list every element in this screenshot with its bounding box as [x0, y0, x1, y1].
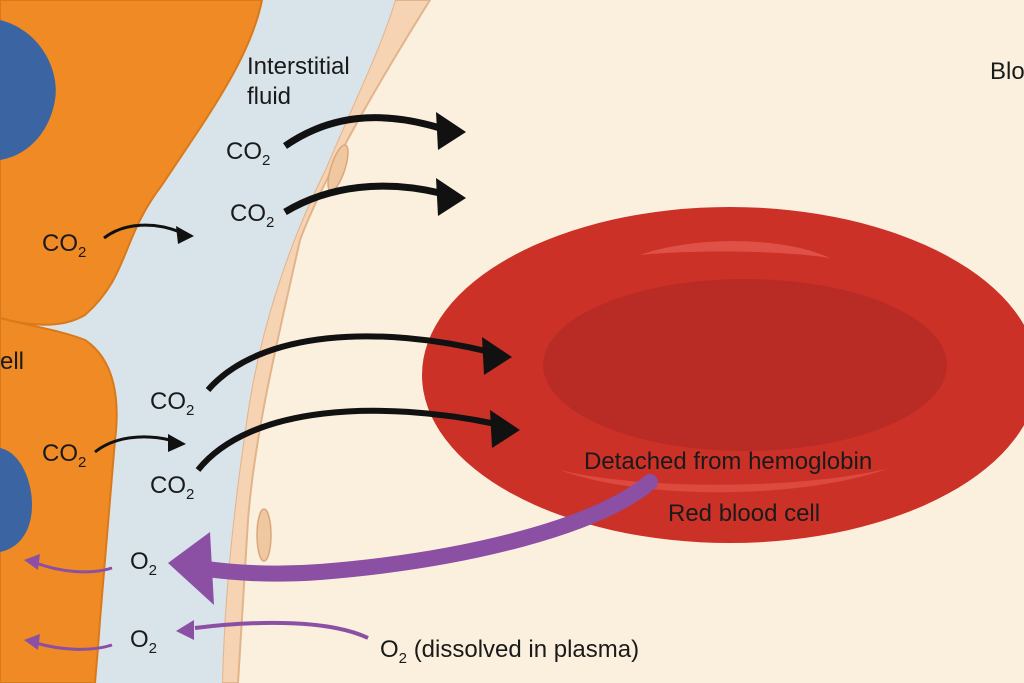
nucleus-upper — [0, 20, 56, 160]
co2-arrow-to-rbc-1 — [205, 333, 491, 392]
co2-arrowhead-cell-lower — [168, 434, 186, 452]
co2-arrowhead-to-rbc-2 — [490, 410, 520, 448]
o2-arrow-into-cell-1 — [35, 561, 113, 574]
o2-arrowhead-from-rbc — [168, 532, 214, 605]
co2-label-to-rbc-1: CO2 — [150, 388, 195, 419]
interstitial-label-line2: fluid — [247, 83, 292, 110]
o2-arrow-dissolved — [194, 620, 369, 640]
nucleus-lower — [0, 448, 32, 552]
rbc-highlight-top — [640, 241, 830, 258]
o2-label-lower: O2 — [130, 626, 158, 657]
co2-arrow-to-rbc-2 — [195, 407, 497, 472]
co2-arrowhead-interstitial-1 — [436, 112, 466, 150]
tissue-cell-upper — [0, 0, 264, 326]
red-blood-cell-label: Red blood cell — [668, 500, 821, 527]
o2-label-upper: O2 — [130, 548, 158, 579]
co2-label-to-rbc-2: CO2 — [150, 472, 195, 503]
co2-arrow-interstitial-1 — [283, 114, 442, 149]
o2-arrow-from-rbc — [192, 474, 658, 582]
co2-label-interstitial-1: CO2 — [226, 138, 271, 169]
detached-label: Detached from hemoglobin — [584, 448, 873, 475]
endothelial-nucleus-lower — [256, 508, 272, 562]
co2-label-interstitial-2: CO2 — [230, 200, 275, 231]
tissue-cell-lower — [0, 316, 118, 683]
co2-arrow-cell-upper — [103, 223, 181, 240]
co2-label-cell-upper: CO2 — [42, 230, 87, 261]
co2-label-cell-lower: CO2 — [42, 440, 87, 471]
co2-arrow-cell-lower — [94, 435, 171, 454]
o2-arrowhead-dissolved — [176, 620, 194, 640]
o2-arrowhead-into-cell-2 — [24, 634, 40, 650]
co2-arrowhead-cell-upper — [176, 226, 194, 244]
blood-label: Blo — [990, 58, 1024, 85]
cell-label: ell — [0, 348, 25, 375]
o2-arrowhead-into-cell-1 — [24, 554, 40, 570]
o2-arrow-into-cell-2 — [35, 641, 113, 651]
co2-arrow-interstitial-2 — [283, 182, 441, 216]
interstitial-fluid-label: Interstitial fluid — [247, 52, 387, 112]
co2-arrowhead-interstitial-2 — [436, 178, 466, 216]
co2-arrowhead-to-rbc-1 — [482, 337, 512, 375]
o2-dissolved-label: O2 (dissolved in plasma) — [380, 636, 640, 667]
interstitial-label-line1: Interstitial — [247, 53, 350, 80]
capillary-wall — [220, 0, 432, 683]
red-blood-cell-center — [543, 279, 947, 451]
